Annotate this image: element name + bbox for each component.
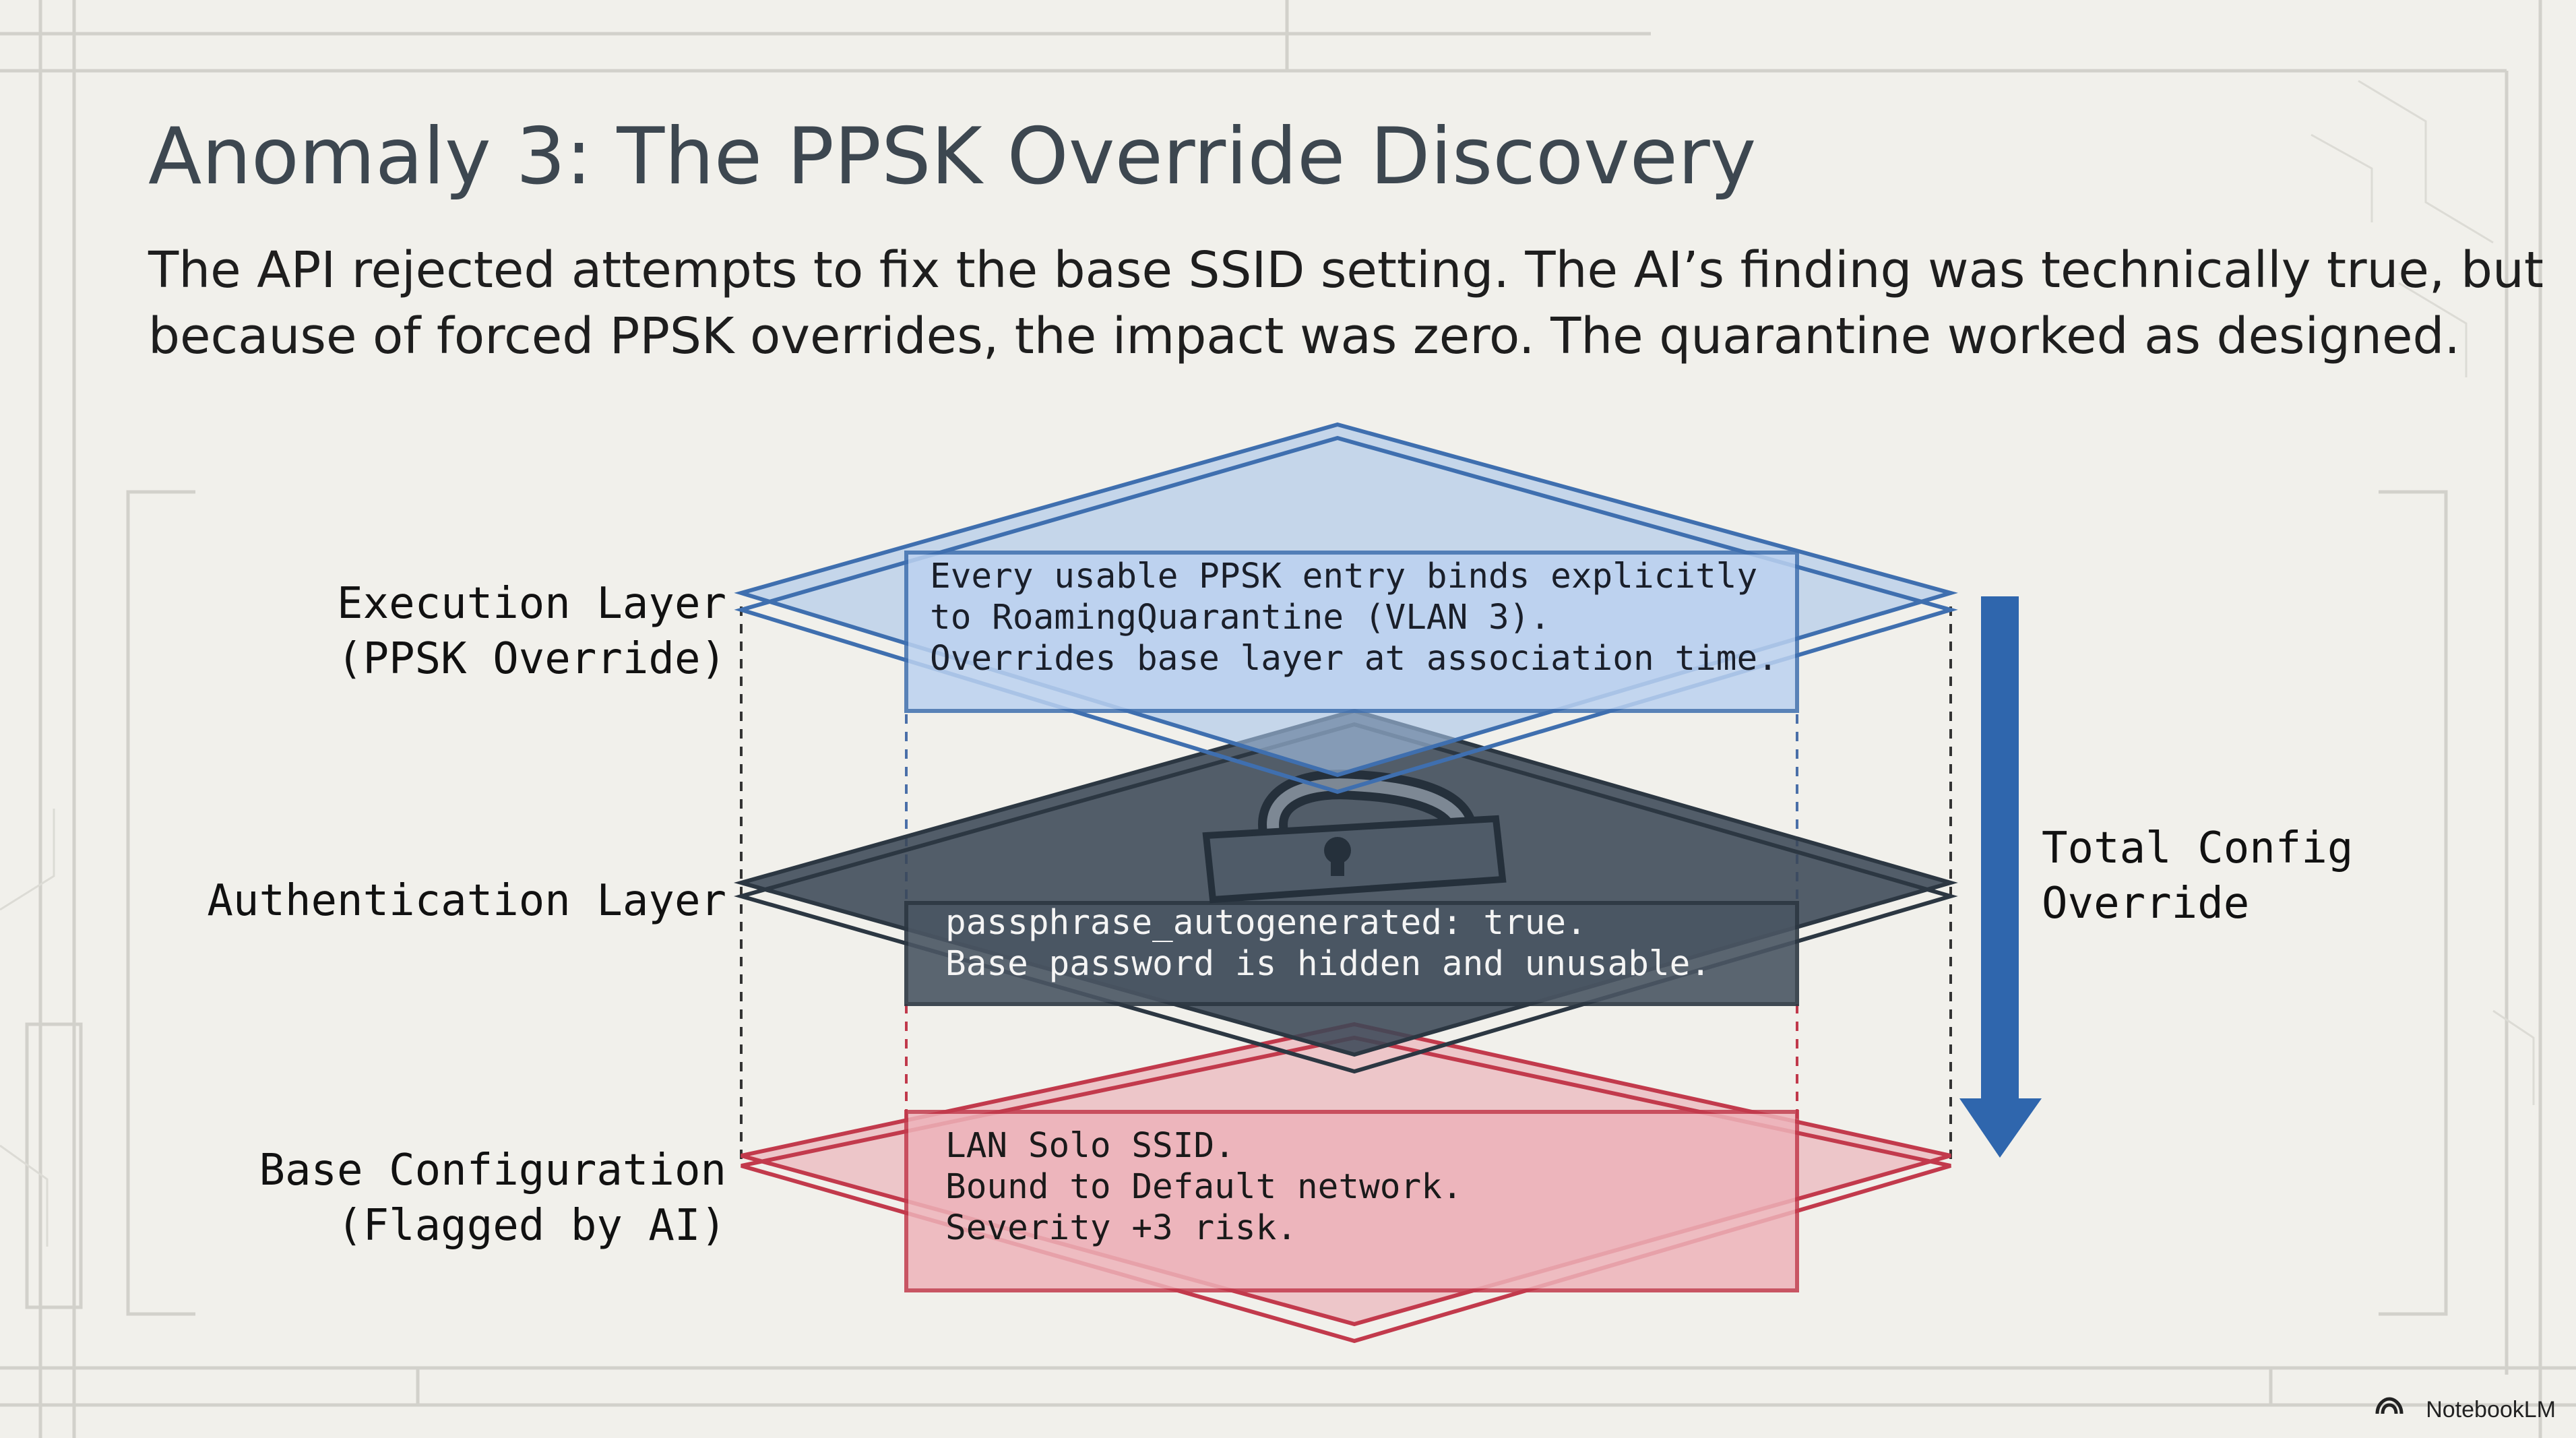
- text-line: Severity +3 risk.: [945, 1208, 1297, 1248]
- label-line: (PPSK Override): [337, 634, 726, 684]
- authentication-layer-label: Authentication Layer: [207, 873, 726, 929]
- label-line: Total Config: [2042, 823, 2354, 873]
- base-configuration-layer-text: LAN Solo SSID. Bound to Default network.…: [945, 1125, 1463, 1249]
- base-configuration-layer-label: Base Configuration (Flagged by AI): [259, 1143, 726, 1253]
- text-line: Bound to Default network.: [945, 1167, 1463, 1207]
- label-line: Authentication Layer: [207, 876, 726, 926]
- execution-layer-text: Every usable PPSK entry binds explicitly…: [930, 556, 1778, 679]
- override-arrow: [1959, 596, 2042, 1158]
- text-line: Overrides base layer at association time…: [930, 639, 1778, 679]
- base-configuration-layer: [741, 1022, 1951, 1344]
- page-subtitle: The API rejected attempts to fix the bas…: [148, 237, 2544, 369]
- execution-layer-label: Execution Layer (PPSK Override): [337, 576, 726, 687]
- subtitle-line: The API rejected attempts to fix the bas…: [148, 241, 2544, 299]
- override-arrow-label: Total Config Override: [2042, 821, 2353, 931]
- page-title: Anomaly 3: The PPSK Override Discovery: [148, 111, 1757, 202]
- notebooklm-logo-icon: [2375, 1397, 2404, 1414]
- text-line: passphrase_autogenerated: true.: [945, 903, 1587, 943]
- label-line: Override: [2042, 879, 2250, 929]
- text-line: LAN Solo SSID.: [945, 1126, 1235, 1166]
- text-line: Every usable PPSK entry binds explicitly: [930, 557, 1758, 596]
- label-line: (Flagged by AI): [337, 1201, 726, 1251]
- label-line: Base Configuration: [259, 1146, 726, 1195]
- guide-lines: [740, 606, 1952, 1166]
- authentication-layer-text: passphrase_autogenerated: true. Base pas…: [945, 902, 1711, 984]
- subtitle-line: because of forced PPSK overrides, the im…: [148, 307, 2461, 365]
- execution-layer: [734, 422, 1958, 794]
- label-line: Execution Layer: [337, 579, 726, 629]
- text-line: to RoamingQuarantine (VLAN 3).: [930, 598, 1551, 637]
- text-line: Base password is hidden and unusable.: [945, 944, 1711, 984]
- brand-watermark: NotebookLM: [2426, 1397, 2556, 1423]
